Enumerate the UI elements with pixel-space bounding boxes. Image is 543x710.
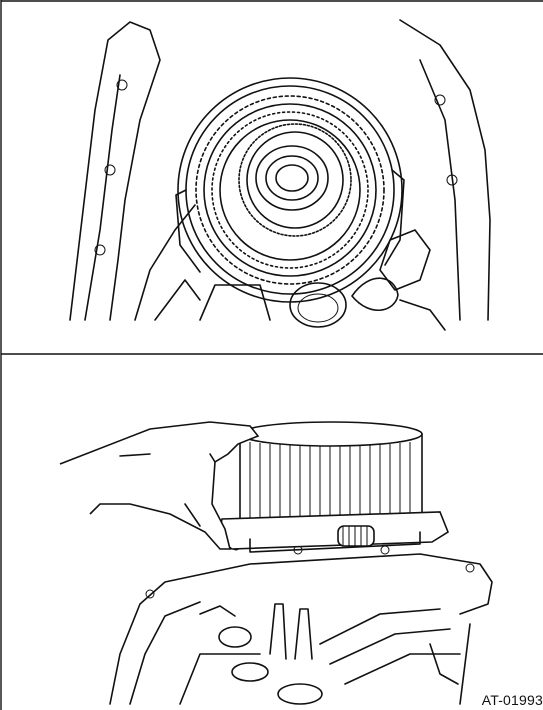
figure-id: AT-01993 [481,692,543,708]
top-illustration [0,0,543,354]
gear-assembly-top-view [69,19,491,331]
bottom-illustration [0,354,543,710]
drum-installation-view [59,421,493,705]
